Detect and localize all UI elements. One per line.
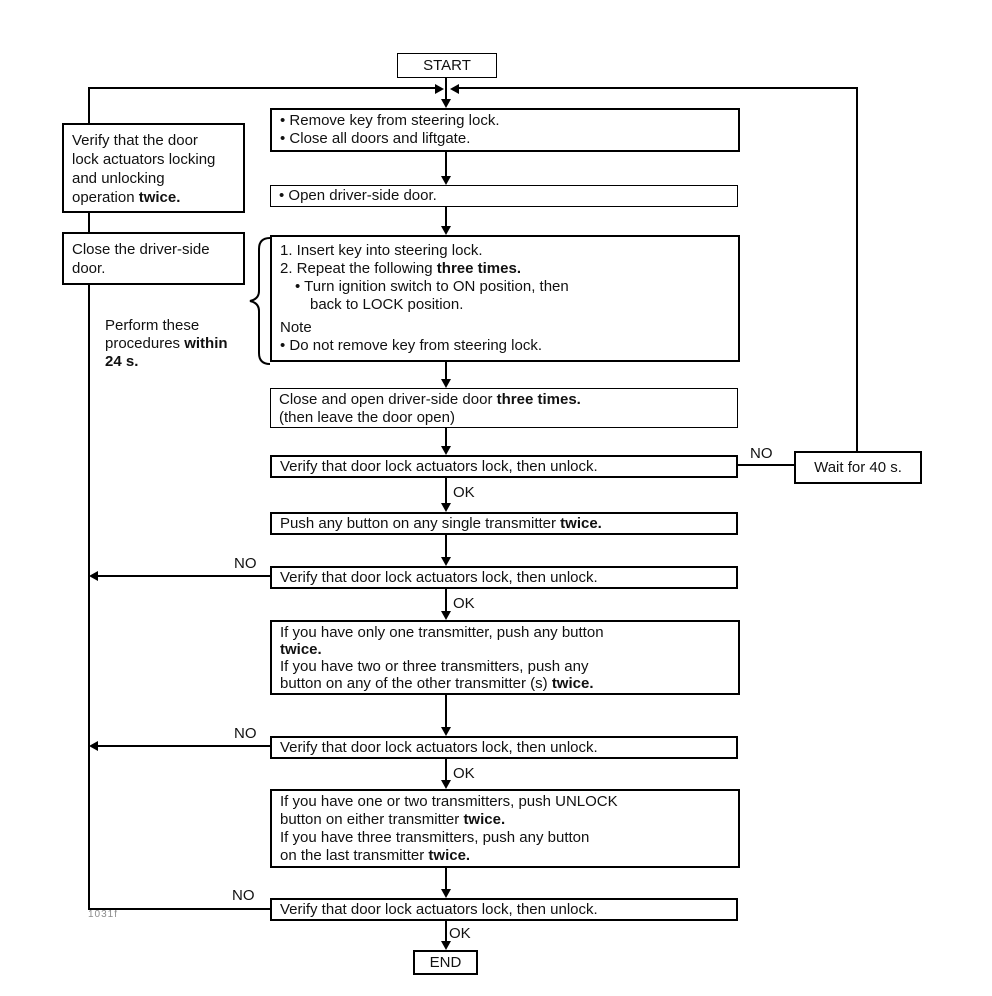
flow-line [445, 868, 447, 891]
brace-icon [249, 237, 271, 365]
flow-arrowhead [89, 571, 98, 581]
step-one-or-more-transmitters-box: If you have only one transmitter, push a… [270, 620, 740, 695]
flow-line [445, 428, 447, 448]
flow-arrowhead [441, 99, 451, 108]
flow-line [89, 87, 435, 89]
flow-arrowhead [441, 503, 451, 512]
flow-line [88, 87, 90, 123]
ok-label: OK [453, 595, 475, 612]
flow-line [459, 87, 858, 89]
verify-box-4: Verify that door lock actuators lock, th… [270, 898, 738, 921]
flow-line [445, 695, 447, 729]
flow-arrowhead [450, 84, 459, 94]
flow-line [445, 759, 447, 782]
flow-line [445, 478, 447, 505]
flow-arrowhead [89, 741, 98, 751]
ok-label: OK [449, 925, 471, 942]
flow-arrowhead [441, 176, 451, 185]
step-push-single-transmitter-box: Push any button on any single transmitte… [270, 512, 738, 535]
no-label: NO [232, 887, 255, 904]
flow-line [445, 207, 447, 228]
flow-line [445, 589, 447, 613]
start-node: START [397, 53, 497, 78]
flow-arrowhead [441, 226, 451, 235]
ok-label: OK [453, 484, 475, 501]
flow-arrowhead [441, 557, 451, 566]
no-label: NO [750, 445, 773, 462]
step-open-door-box: • Open driver-side door. [270, 185, 738, 207]
flow-arrowhead [441, 780, 451, 789]
flow-line [445, 362, 447, 381]
verify-box-2: Verify that door lock actuators lock, th… [270, 566, 738, 589]
flow-line [88, 285, 90, 910]
flow-line [445, 921, 447, 943]
no-label: NO [234, 725, 257, 742]
flow-line [97, 575, 270, 577]
flow-line [88, 908, 270, 910]
ok-label: OK [453, 765, 475, 782]
no-label: NO [234, 555, 257, 572]
flow-line [445, 77, 447, 101]
flow-arrowhead [435, 84, 444, 94]
figure-code: 1031f [88, 909, 119, 920]
flow-arrowhead [441, 727, 451, 736]
wait-40s-node: Wait for 40 s. [794, 451, 922, 484]
flow-line [738, 464, 794, 466]
flow-line [445, 152, 447, 178]
flow-line [97, 745, 270, 747]
flow-arrowhead [441, 446, 451, 455]
step-close-open-door-box: Close and open driver-side door three ti… [270, 388, 738, 428]
verify-box-3: Verify that door lock actuators lock, th… [270, 736, 738, 759]
flow-arrowhead [441, 889, 451, 898]
step-ignition-cycles-box: 1. Insert key into steering lock.2. Repe… [270, 235, 740, 362]
flow-arrowhead [441, 611, 451, 620]
step-remove-key-box: • Remove key from steering lock.• Close … [270, 108, 740, 152]
flow-arrowhead [441, 379, 451, 388]
flow-line [856, 87, 858, 451]
flow-line [445, 535, 447, 559]
flow-arrowhead [441, 941, 451, 950]
verify-box-1: Verify that door lock actuators lock, th… [270, 455, 738, 478]
step-push-unlock-box: If you have one or two transmitters, pus… [270, 789, 740, 868]
flow-line [88, 213, 90, 232]
end-node: END [413, 950, 478, 975]
